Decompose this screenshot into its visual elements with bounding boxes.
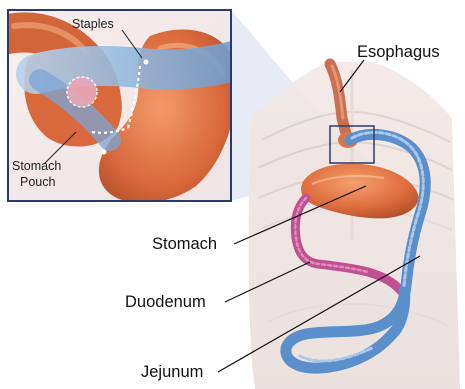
jejunum-label: Jejunum xyxy=(141,364,203,381)
torso-outline xyxy=(249,62,460,389)
stomach-pouch-label-line2: Pouch xyxy=(20,176,55,189)
stomach-pouch-label-line1: Stomach xyxy=(12,160,61,173)
duodenum-label: Duodenum xyxy=(125,294,206,311)
stomach-label: Stomach xyxy=(152,236,217,253)
esophagus-label: Esophagus xyxy=(357,44,440,61)
staples-label: Staples xyxy=(72,18,114,31)
